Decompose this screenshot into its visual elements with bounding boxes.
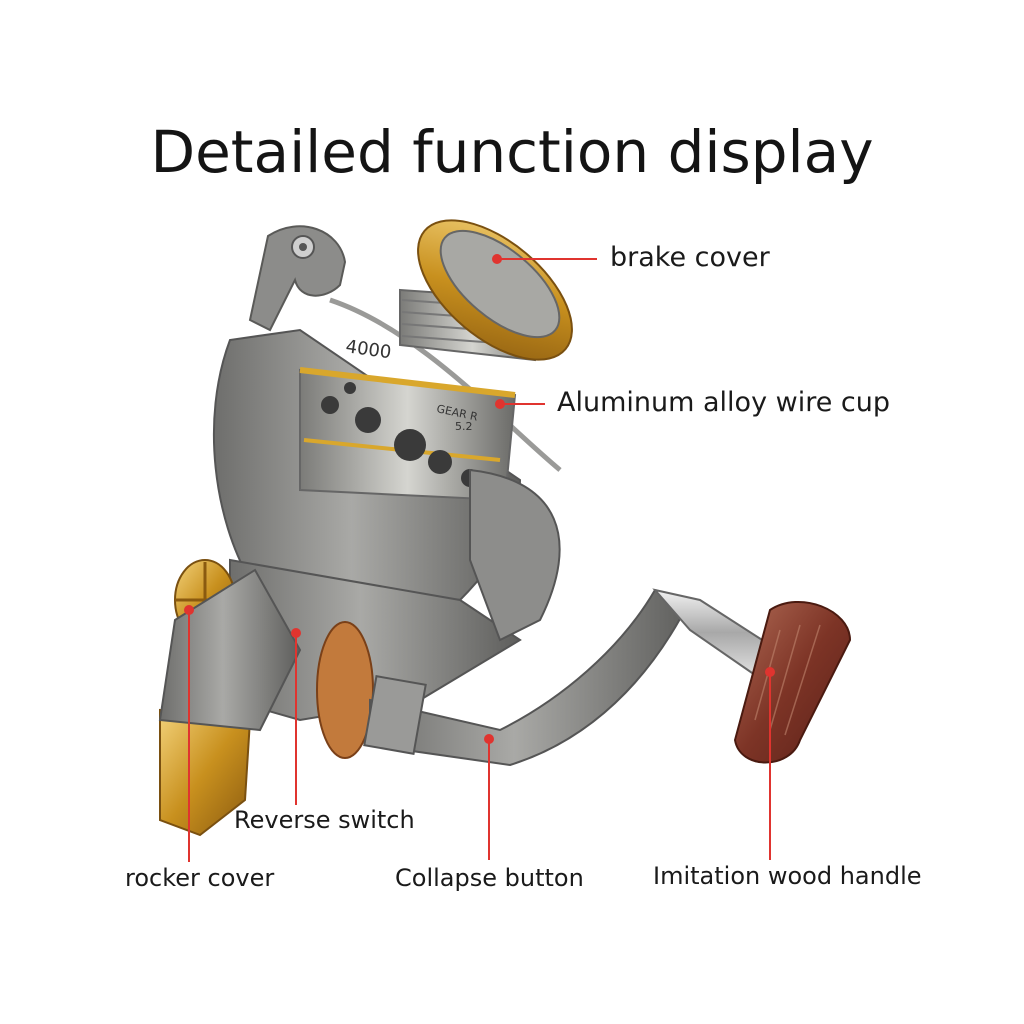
bail-arm	[248, 225, 347, 332]
wood-handle	[733, 600, 852, 764]
collapse-knuckle	[363, 675, 427, 755]
leader-dots	[184, 254, 775, 744]
page-title: Detailed function display	[150, 118, 874, 186]
spool-model-text: 4000	[344, 336, 392, 363]
label-reverse-switch: Reverse switch	[234, 806, 415, 834]
leader-lines	[188, 258, 771, 862]
label-rocker-cover: rocker cover	[125, 864, 275, 892]
label-wire-cup: Aluminum alloy wire cup	[557, 387, 891, 418]
spool-ratio-text: 5.2	[455, 420, 473, 433]
label-brake-cover: brake cover	[610, 242, 770, 273]
rotor-arm	[469, 468, 561, 642]
gear-disc	[316, 621, 374, 759]
label-wood-handle: Imitation wood handle	[653, 862, 922, 890]
label-collapse-button: Collapse button	[395, 864, 584, 892]
bail-wire	[329, 297, 562, 472]
